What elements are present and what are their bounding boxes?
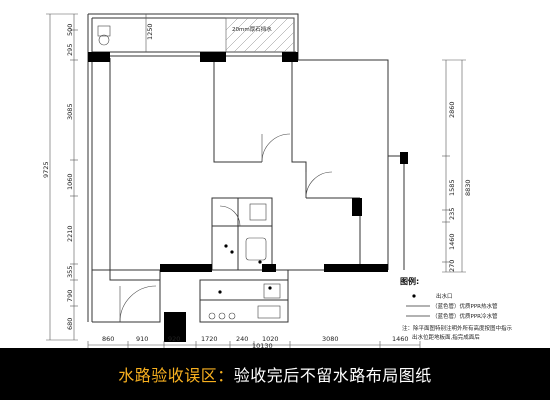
legend-item-cold-pipe: （蓝色管）优质PPR冷水管	[432, 312, 498, 320]
outlet-symbol-icon	[412, 294, 416, 298]
bottom-dim-1: 910	[136, 335, 148, 343]
legend-note-line-1: 注：除平面图特别注明外所有高度按图中指示	[402, 324, 513, 332]
bottom-dim-4: 240	[236, 335, 248, 343]
legend: 图例: 出水口 （蓝色管）优质PPR热水管 （蓝色管）优质PPR冷水管 注：除平…	[400, 276, 513, 341]
right-dim-3: 1460	[448, 233, 456, 250]
upper-dimension: 1250	[145, 14, 154, 52]
right-dim-4: 270	[448, 260, 456, 272]
floor-plan: 20mm厚石挡水	[42, 13, 513, 348]
bottom-dim-6: 3080	[322, 335, 339, 343]
legend-item-outlet: 出水口	[436, 292, 453, 300]
left-dim-6: 790	[66, 290, 74, 302]
left-dim-3: 1060	[66, 173, 74, 190]
left-dim-4: 2210	[66, 225, 74, 242]
bottom-dim-0: 860	[102, 335, 114, 343]
upper-dim: 1250	[146, 23, 154, 40]
water-outlets	[218, 244, 272, 294]
door-swings	[119, 133, 333, 323]
right-dim-2: 235	[448, 208, 456, 220]
right-dim-1: 1585	[448, 179, 456, 196]
legend-item-hot-pipe: （蓝色管）优质PPR热水管	[432, 302, 498, 310]
bottom-dim-2: 920	[168, 335, 180, 343]
balcony-label: 20mm厚石挡水	[232, 25, 272, 33]
left-dim-5: 355	[66, 266, 74, 278]
banner-caption: 水路验收误区：验收完后不留水路布局图纸	[118, 362, 432, 386]
left-dimensions: 9725 295 500 3085 1060 2210 355 790 680	[42, 13, 78, 341]
bottom-dim-3: 1720	[201, 335, 218, 343]
bottom-dim-5: 1020	[262, 335, 279, 343]
bottom-dim-7: 1460	[392, 335, 409, 343]
solid-walls	[88, 52, 408, 342]
fixtures	[97, 25, 281, 320]
left-dim-2: 3085	[66, 103, 74, 120]
left-dim-0: 295	[66, 44, 74, 56]
right-dim-0: 2860	[448, 101, 456, 118]
bottom-dimensions: 860 910 920 1720 240 1020 3080 1460 1013…	[87, 335, 421, 348]
legend-title: 图例:	[400, 276, 419, 286]
total-right-dim: 8830	[464, 179, 472, 196]
total-left-dim: 9725	[42, 161, 50, 178]
legend-note-line-2: 出水位距地板面,指完成面后	[412, 333, 480, 341]
banner-highlight: 水路验收误区：	[118, 366, 234, 385]
caption-banner: 水路验收误区：验收完后不留水路布局图纸	[0, 348, 550, 400]
right-dimensions: 2860 1585 235 1460 270 8830	[442, 59, 472, 273]
banner-main-text: 验收完后不留水路布局图纸	[233, 366, 432, 385]
balcony-hatch: 20mm厚石挡水	[225, 17, 295, 53]
walls	[87, 13, 405, 323]
left-dim-1: 500	[66, 24, 74, 36]
bottom-total-dim: 10130	[252, 342, 273, 348]
left-dim-7: 680	[66, 318, 74, 330]
